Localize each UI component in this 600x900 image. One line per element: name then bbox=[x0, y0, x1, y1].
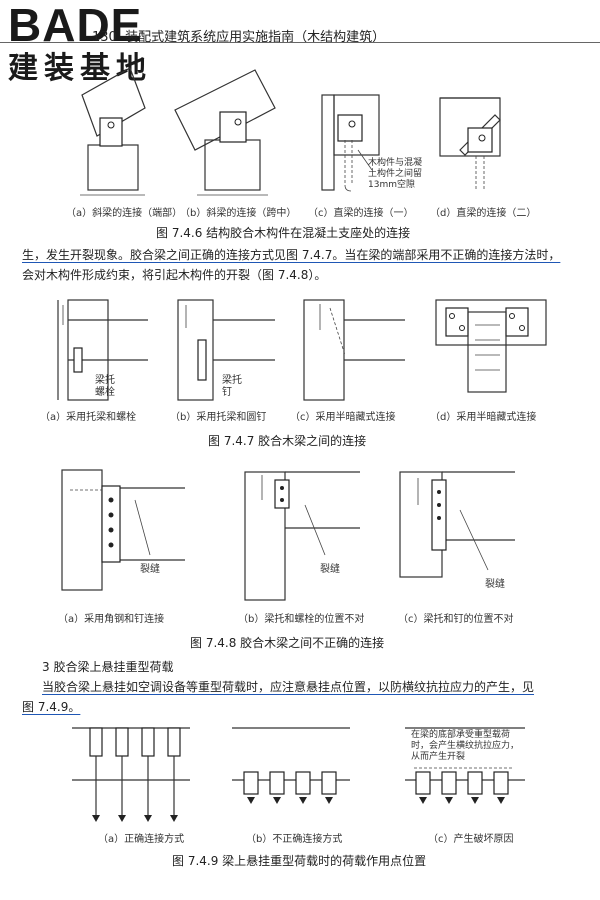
fig-747a-diagram bbox=[57, 299, 148, 401]
brand-logo-chinese: 建装基地 bbox=[8, 51, 152, 86]
note-749-line-2: 时，会产生横纹抗拉应力， bbox=[411, 741, 520, 751]
fig-749b-diagram bbox=[232, 727, 350, 804]
paragraph-line-2: 会对木构件形成约束，将引起木构件的开裂（图 7.4.8）。 bbox=[22, 268, 327, 282]
running-header: 130 装配式建筑系统应用实施指南（木结构建筑） bbox=[92, 26, 385, 45]
section-3-line-1: 当胶合梁上悬挂如空调设备等重型荷载时，应注意悬挂点位置，以防横纹抗拉应力的产生，… bbox=[42, 680, 535, 694]
caption-749b: （b）不正确连接方式 bbox=[246, 834, 343, 845]
brand-logo-latin: BADE bbox=[8, 0, 143, 51]
caption-747c: （c）采用半暗藏式连接 bbox=[290, 412, 396, 423]
figure-title-7-4-6: 图 7.4.6 结构胶合木构件在混凝土支座处的连接 bbox=[156, 226, 411, 240]
caption-749a: （a）正确连接方式 bbox=[98, 834, 185, 845]
fig-747a-labels: 梁托 螺栓 bbox=[95, 375, 115, 399]
note-749-line-3: 从而产生开裂 bbox=[411, 752, 466, 762]
caption-746c: （c）直梁的连接（一） bbox=[308, 208, 414, 219]
fig-746a-diagram bbox=[80, 67, 146, 196]
caption-747b: （b）采用托梁和圆钉 bbox=[170, 412, 267, 423]
page-number: 130 bbox=[92, 30, 117, 45]
fig-747b-diagram bbox=[177, 299, 275, 401]
section-3-line-2: 图 7.4.9。 bbox=[22, 700, 81, 714]
gap-note-line-2: 土构件之间留 bbox=[368, 169, 423, 179]
fig-747c-diagram bbox=[303, 299, 405, 401]
fig-746d-diagram bbox=[439, 97, 501, 190]
crack-label-a: 裂缝 bbox=[140, 564, 160, 575]
running-title: 装配式建筑系统应用实施指南（木结构建筑） bbox=[125, 30, 386, 45]
figure-title-7-4-8: 图 7.4.8 胶合木梁之间不正确的连接 bbox=[190, 636, 385, 650]
gap-note-line-1: 木构件与混凝 bbox=[368, 158, 423, 168]
caption-746a: （a）斜梁的连接（端部） bbox=[66, 208, 183, 219]
caption-748b: （b）梁托和螺栓的位置不对 bbox=[238, 614, 365, 625]
fig-746c-diagram bbox=[321, 94, 380, 192]
fig-748b-diagram bbox=[244, 471, 360, 601]
note-749-line-1: 在梁的底部承受重型载荷 bbox=[411, 730, 511, 740]
fig-746c-gap-note: 木构件与混凝 土构件之间留 13mm空隙 bbox=[368, 158, 422, 191]
fig-747b-labels: 梁托 钉 bbox=[222, 375, 242, 399]
label-nail: 钉 bbox=[222, 387, 232, 398]
figure-title-7-4-7: 图 7.4.7 胶合木梁之间的连接 bbox=[208, 434, 367, 448]
gap-note-line-3: 13mm空隙 bbox=[368, 180, 415, 190]
caption-747a: （a）采用托梁和螺栓 bbox=[40, 412, 137, 423]
header-rule bbox=[0, 42, 600, 43]
crack-label-c: 裂缝 bbox=[485, 579, 505, 590]
caption-749c: （c）产生破坏原因 bbox=[428, 834, 514, 845]
caption-746b: （b）斜梁的连接（跨中） bbox=[180, 208, 297, 219]
paragraph-line-1: 生，发生开裂现象。胶合梁之间正确的连接方式见图 7.4.7。当在梁的端部采用不正… bbox=[22, 248, 561, 262]
caption-746d: （d）直梁的连接（二） bbox=[430, 208, 537, 219]
caption-747d: （d）采用半暗藏式连接 bbox=[430, 412, 537, 423]
section-3-heading: 3 胶合梁上悬挂重型荷载 bbox=[42, 660, 174, 674]
fig-746b-diagram bbox=[174, 69, 276, 196]
figure-title-7-4-9: 图 7.4.9 梁上悬挂重型荷载时的荷载作用点位置 bbox=[172, 854, 427, 868]
fig-749c-note: 在梁的底部承受重型载荷 时，会产生横纹抗拉应力， 从而产生开裂 bbox=[411, 730, 519, 763]
fig-748a-diagram bbox=[61, 469, 185, 591]
fig-748c-diagram bbox=[399, 471, 515, 578]
label-hanger: 梁托 bbox=[95, 375, 115, 386]
caption-748c: （c）梁托和钉的位置不对 bbox=[398, 614, 514, 625]
crack-label-b: 裂缝 bbox=[320, 564, 340, 575]
label-hanger-b: 梁托 bbox=[222, 375, 242, 386]
fig-749c-diagram bbox=[405, 727, 525, 804]
fig-747d-diagram bbox=[435, 299, 547, 393]
caption-748a: （a）采用角钢和钉连接 bbox=[58, 614, 165, 625]
fig-749a-diagram bbox=[72, 727, 190, 822]
label-bolt: 螺栓 bbox=[95, 387, 115, 398]
